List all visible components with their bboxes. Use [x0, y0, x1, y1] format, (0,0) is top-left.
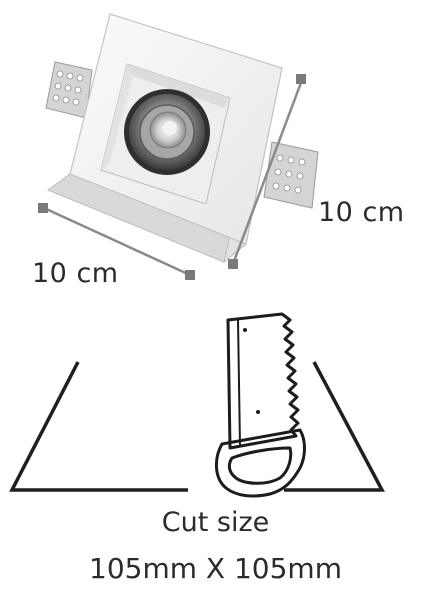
wall-cutout-outline-icon: [9, 361, 385, 492]
cut-size-title: Cut size: [161, 507, 270, 538]
left-mounting-bracket: [45, 61, 93, 119]
width-dimension-label: 10 cm: [32, 258, 119, 289]
right-mounting-bracket: [263, 141, 319, 209]
dimension-line-icon: [228, 74, 306, 269]
hand-saw-icon: [215, 312, 306, 498]
recessed-spotlight-product-image: [45, 13, 319, 264]
height-dimension-label: 10 cm: [318, 197, 405, 228]
dimension-line-bottom-icon: [38, 203, 195, 280]
spotlight-lamp: [124, 89, 210, 175]
cut-size-value: 105mm X 105mm: [89, 552, 342, 585]
